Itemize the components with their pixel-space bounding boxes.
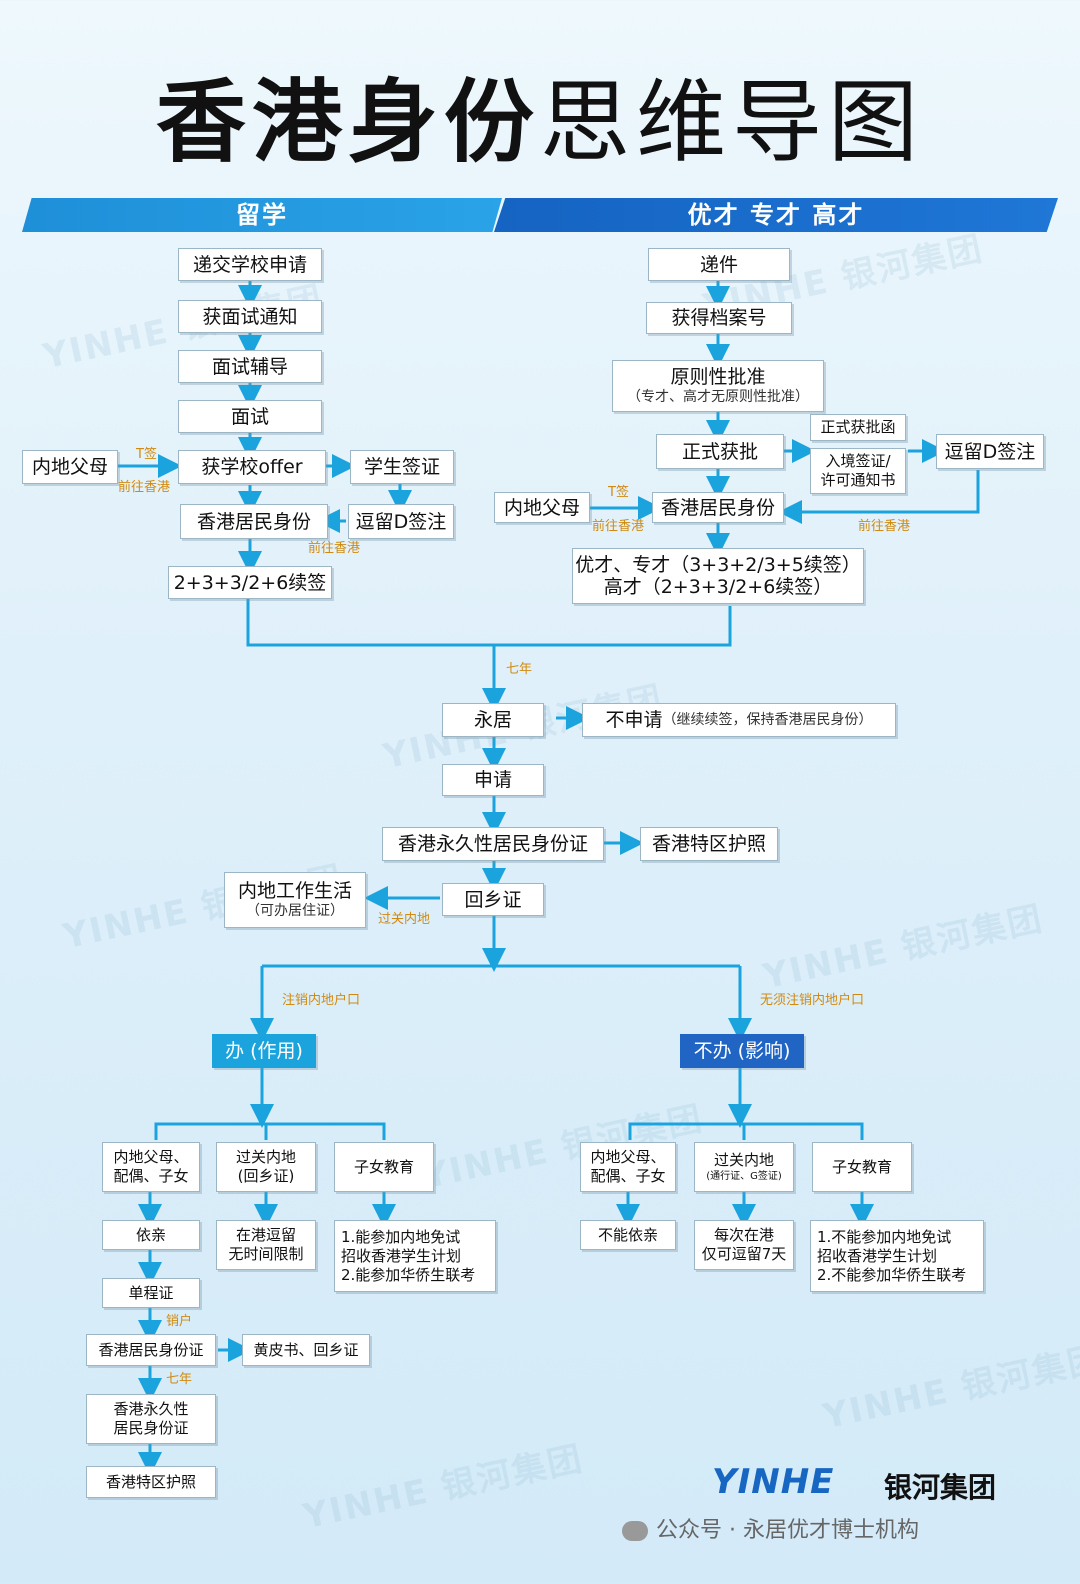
step-school-offer: 获学校offer [178, 450, 326, 484]
label-cancel-hukou: 注销内地户口 [282, 993, 361, 1008]
section-banner-study: 留学 [22, 198, 502, 232]
brand-logo: YINHE [712, 1462, 835, 1502]
step-mainland-parents-left: 内地父母 [22, 450, 118, 484]
do-col-cross-border: 过关内地 (回乡证) [216, 1142, 316, 1192]
label-t-visa-left: T签 [136, 447, 157, 462]
step-interview-coaching: 面试辅导 [178, 350, 322, 383]
dont-col-cross-border-note: (通行证、G签证) [706, 1170, 782, 1182]
step-iang-right: 逗留D签注 [936, 434, 1044, 469]
title-light: 思维导图 [540, 70, 924, 175]
renewal-line-1: 优才、专才（3+3+2/3+5续签） [575, 554, 861, 576]
do-passport: 香港特区护照 [86, 1466, 216, 1498]
renewal-line-2: 高才（2+3+3/2+6续签） [603, 576, 833, 598]
step-renewal-left: 2+3+3/2+6续签 [168, 566, 332, 599]
not-apply-main: 不申请 [605, 709, 663, 731]
dont-col-cross-border-main: 过关内地 [713, 1150, 774, 1169]
dont-col-family: 内地父母、 配偶、子女 [580, 1142, 676, 1192]
dont-result-education: 1.不能参加内地免试 招收香港学生计划 2.不能参加华侨生联考 [810, 1220, 984, 1292]
approval-main: 原则性批准 [670, 366, 766, 388]
wechat-icon [622, 1521, 648, 1541]
step-formal-letter: 正式获批函 [810, 414, 906, 441]
step-hk-resident-right: 香港居民身份 [652, 492, 784, 523]
do-col-family: 内地父母、 配偶、子女 [102, 1142, 200, 1192]
step-submit-application: 递交学校申请 [178, 248, 322, 281]
step-file-number: 获得档案号 [646, 302, 792, 334]
step-interview: 面试 [178, 400, 322, 433]
do-result-education: 1.能参加内地免试 招收香港学生计划 2.能参加华侨生联考 [334, 1220, 496, 1292]
title-bold: 香港身份 [156, 70, 540, 175]
page-title: 香港身份思维导图 [0, 68, 1080, 178]
label-cancel-account: 销户 [166, 1314, 193, 1329]
step-hksar-passport: 香港特区护照 [640, 827, 778, 861]
branch-dont: 不办 (影响) [680, 1034, 804, 1068]
step-iang-left: 逗留D签注 [348, 504, 454, 539]
do-permanent-id: 香港永久性 居民身份证 [86, 1394, 216, 1444]
do-col-education: 子女教育 [334, 1142, 434, 1192]
label-go-hk-right-2: 前往香港 [858, 519, 911, 534]
do-result-family: 依亲 [102, 1220, 200, 1250]
brand-name: 银河集团 [884, 1471, 997, 1504]
step-mainland-life: 内地工作生活 （可办居住证） [224, 872, 366, 928]
step-submit-talent: 递件 [648, 248, 790, 281]
do-one-way-permit: 单程证 [102, 1278, 200, 1308]
dont-col-cross-border: 过关内地 (通行证、G签证) [694, 1142, 794, 1192]
label-go-hk-left: 前往香港 [118, 480, 171, 495]
step-apply: 申请 [442, 764, 544, 796]
step-mainland-parents-right: 内地父母 [494, 492, 590, 523]
label-go-hk-right: 前往香港 [592, 519, 645, 534]
step-hk-resident-left: 香港居民身份 [180, 504, 328, 539]
mainland-life-main: 内地工作生活 [237, 880, 352, 902]
label-cross-border: 过关内地 [378, 912, 431, 927]
dont-col-education: 子女教育 [812, 1142, 912, 1192]
step-permanent-residence: 永居 [442, 703, 544, 737]
section-banner-talent: 优才 专才 高才 [494, 198, 1058, 232]
do-hk-id: 香港居民身份证 [86, 1334, 216, 1366]
label-t-visa-right: T签 [608, 485, 629, 500]
dont-result-family: 不能依亲 [580, 1220, 676, 1250]
branch-do-it: 办 (作用) [212, 1034, 316, 1068]
approval-note: （专才、高才无原则性批准） [627, 389, 809, 405]
dont-result-stay: 每次在港 仅可逗留7天 [694, 1220, 794, 1270]
step-not-apply: 不申请（继续续签，保持香港居民身份） [582, 703, 896, 737]
step-student-visa: 学生签证 [350, 450, 454, 484]
step-interview-notice: 获面试通知 [178, 300, 322, 333]
step-approval-in-principle: 原则性批准 （专才、高才无原则性批准） [612, 360, 824, 412]
mainland-life-note: （可办居住证） [246, 903, 344, 919]
step-permanent-id: 香港永久性居民身份证 [382, 827, 604, 861]
footer-text: 公众号 · 永居优才博士机构 [656, 1518, 919, 1543]
label-seven-years-do: 七年 [166, 1372, 193, 1387]
not-apply-note: （继续续签，保持香港居民身份） [662, 712, 873, 728]
label-seven-years: 七年 [506, 662, 533, 677]
step-renewal-right: 优才、专才（3+3+2/3+5续签） 高才（2+3+3/2+6续签） [572, 548, 864, 604]
step-entry-permit: 入境签证/ 许可通知书 [810, 448, 906, 494]
step-formal-approval: 正式获批 [656, 434, 784, 469]
label-no-cancel-hukou: 无须注销内地户口 [760, 993, 865, 1008]
footer-account: 公众号 · 永居优才博士机构 [622, 1512, 919, 1544]
do-result-stay: 在港逗留 无时间限制 [216, 1220, 316, 1270]
do-yellow-book: 黄皮书、回乡证 [242, 1334, 370, 1366]
label-go-hk-left-2: 前往香港 [308, 541, 361, 556]
step-home-return-permit: 回乡证 [442, 883, 544, 916]
